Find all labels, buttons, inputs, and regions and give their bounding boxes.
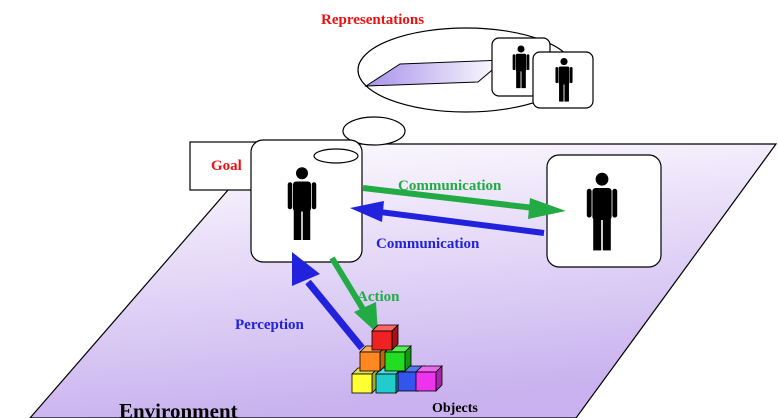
perception-label: Perception — [235, 317, 305, 333]
thought-bubble-connector — [342, 116, 406, 146]
objects-label: Objects — [432, 401, 478, 416]
communication-arrow-out — [362, 185, 566, 219]
action-label: Action — [357, 289, 400, 305]
communication-arrow-in — [350, 201, 545, 236]
communication-in-label: Communication — [376, 236, 480, 252]
perception-arrow — [292, 252, 365, 351]
action-arrow — [329, 256, 378, 334]
cube-stack-icon — [351, 324, 443, 394]
representations-label: Representations — [321, 12, 424, 28]
communication-out-label: Communication — [398, 178, 502, 194]
environment-label: Environment — [119, 399, 238, 418]
agent-left — [250, 139, 363, 263]
goal-label: Goal — [211, 158, 242, 174]
representation-plane — [364, 59, 506, 87]
representation-agent-card-2 — [532, 51, 594, 109]
